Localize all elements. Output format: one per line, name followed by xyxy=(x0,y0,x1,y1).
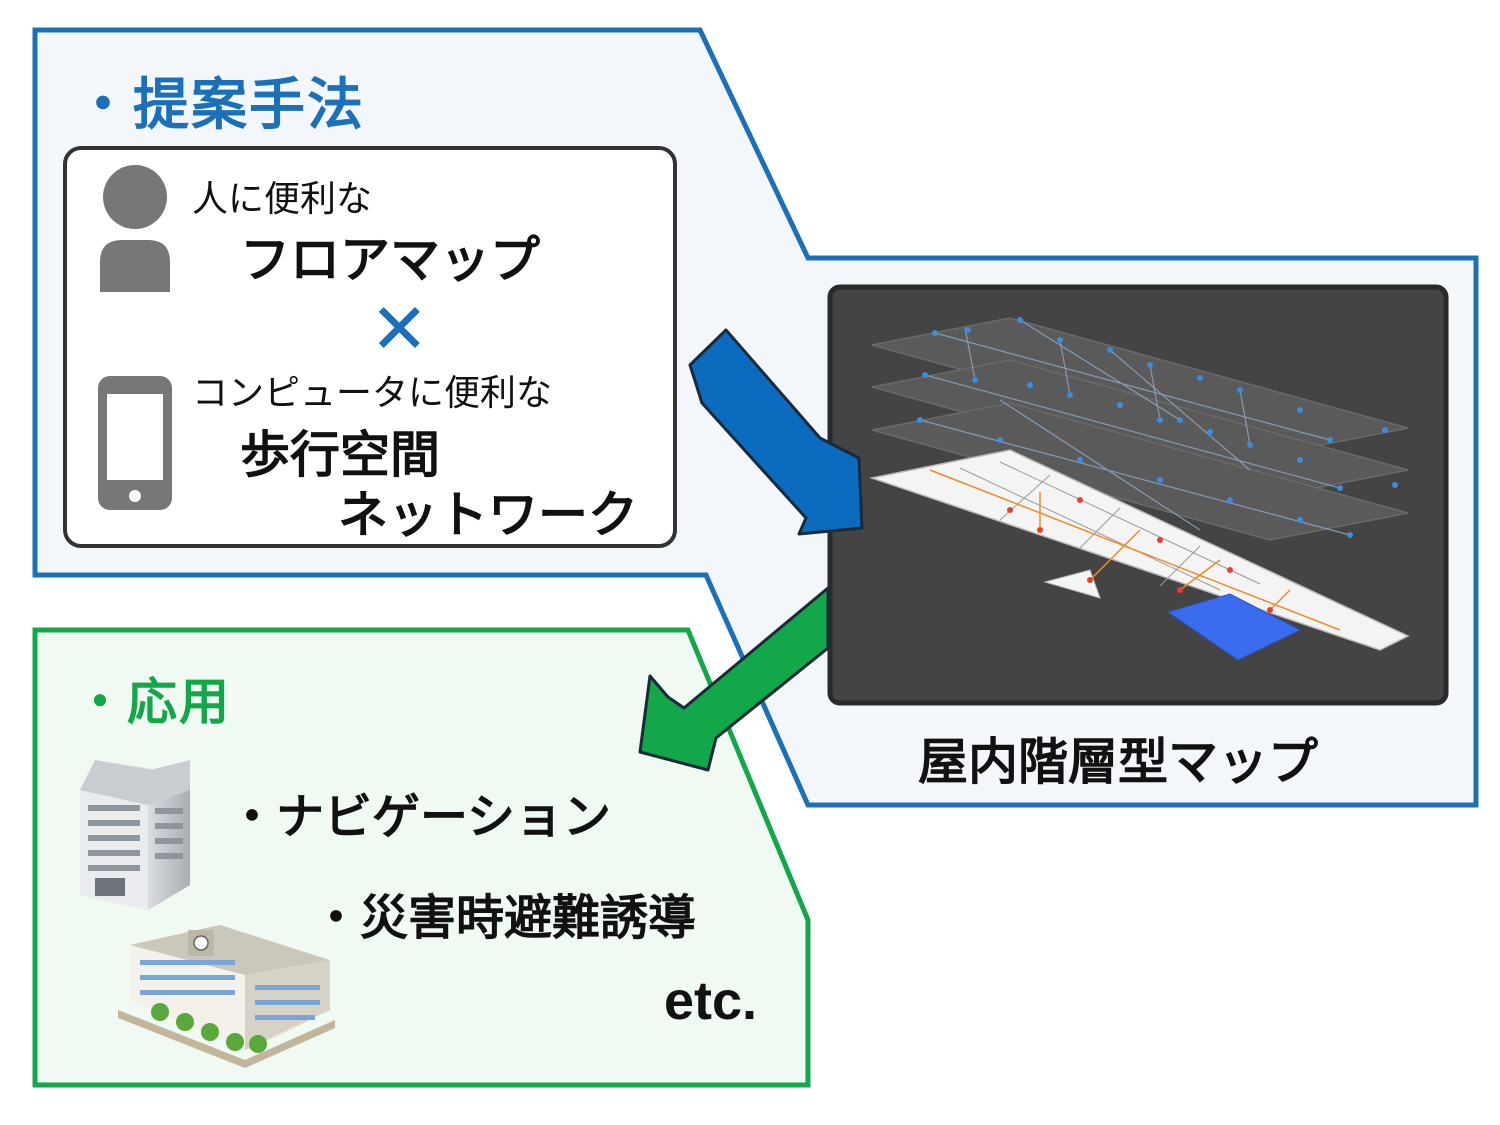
human-friendly-label: 人に便利な xyxy=(192,179,373,220)
map-caption: 屋内階層型マップ xyxy=(918,733,1318,791)
indoor-layered-map-graphic xyxy=(869,317,1410,661)
green-arrow xyxy=(638,586,830,772)
walking-space-term: 歩行空間 xyxy=(240,426,440,484)
network-term: ネットワーク xyxy=(338,486,638,544)
method-card xyxy=(63,146,677,548)
school-building-icon xyxy=(118,925,335,1068)
application-item-evacuation: ・災害時避難誘導 xyxy=(312,890,697,946)
proposal-heading: ・提案手法 xyxy=(75,73,365,138)
floor-map-term: フロアマップ xyxy=(240,231,540,289)
person-icon xyxy=(100,165,170,292)
office-building-icon xyxy=(80,760,190,910)
smartphone-icon xyxy=(98,376,172,510)
computer-friendly-label: コンピュータに便利な xyxy=(192,373,553,414)
application-heading: ・応用 xyxy=(75,673,231,731)
application-etc: etc. xyxy=(664,971,758,1031)
blue-arrow xyxy=(688,328,864,536)
application-item-navigation: ・ナビゲーション xyxy=(228,789,612,845)
cross-icon: ✕ xyxy=(370,288,429,370)
